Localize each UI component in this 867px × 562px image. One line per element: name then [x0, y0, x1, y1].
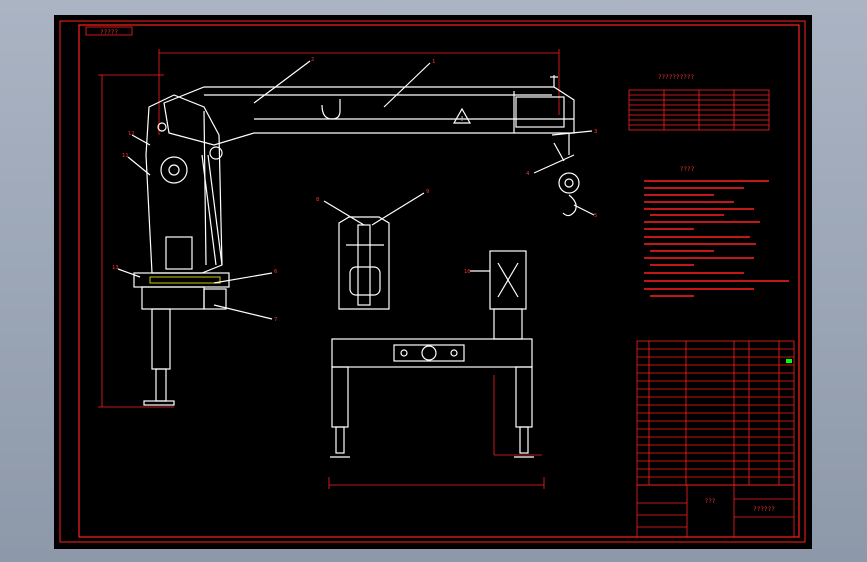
callout-3: 3 [594, 129, 597, 135]
callout-11: 11 [122, 153, 129, 159]
notes-title: ???? [680, 166, 695, 173]
callout-labels: 2 1 3 4 5 6 7 8 9 10 11 12 13 [112, 57, 597, 323]
callout-2: 2 [311, 57, 314, 63]
parts-list-table [636, 340, 795, 486]
table-title: ?????????? [658, 74, 695, 81]
callout-10: 10 [464, 269, 471, 275]
crane-front-view [330, 250, 542, 458]
callout-12: 12 [128, 131, 135, 137]
ok-marker [786, 359, 792, 363]
callout-9: 9 [426, 189, 429, 195]
detail-view [338, 216, 390, 310]
title-block-name: ??? [705, 498, 716, 505]
crane-side-view: ! [133, 75, 580, 406]
callout-13: 13 [112, 265, 119, 271]
warning-mark: ! [461, 115, 464, 123]
callout-7: 7 [274, 317, 277, 323]
cad-drawing: ????? ! [59, 20, 806, 543]
dimension-lines [98, 49, 560, 489]
notes-text-lines [644, 180, 789, 297]
title-block-drawing: ?????? [753, 506, 775, 513]
callout-1: 1 [432, 59, 435, 65]
callout-8: 8 [316, 197, 319, 203]
callout-4: 4 [526, 171, 530, 177]
top-tag: ????? [100, 29, 118, 36]
callout-6: 6 [274, 269, 277, 275]
title-block [636, 484, 795, 538]
outer-frame [59, 20, 806, 543]
inner-frame [78, 24, 800, 538]
cad-viewport[interactable]: ????? ! [54, 15, 812, 549]
top-tag-box [85, 26, 133, 36]
parameter-table [628, 89, 770, 131]
callout-5: 5 [594, 213, 597, 219]
callout-leaders [117, 60, 595, 320]
